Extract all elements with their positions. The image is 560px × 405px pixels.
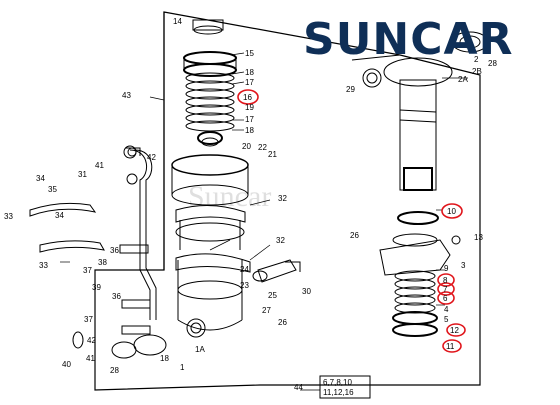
highlight-8: [437, 273, 455, 287]
callout-33a: 33: [4, 212, 13, 221]
brand-logo: SUNCAR: [303, 12, 555, 68]
leader-lines: [60, 52, 468, 391]
callout-2a: 2A: [458, 75, 468, 84]
callout-26b: 26: [350, 231, 359, 240]
callout-38: 38: [98, 258, 107, 267]
callout-3: 3: [461, 261, 466, 270]
callout-5: 5: [444, 315, 449, 324]
callout-23: 23: [240, 281, 249, 290]
callout-12: 12: [450, 326, 459, 335]
callout-19: 19: [245, 103, 254, 112]
callout-29: 29: [346, 85, 355, 94]
callout-37b: 37: [84, 315, 93, 324]
highlight-7: [437, 282, 455, 296]
callout-18a: 18: [245, 68, 254, 77]
callout-7: 7: [443, 285, 448, 294]
callout-44: 44: [294, 383, 303, 392]
callout-24: 24: [240, 265, 249, 274]
callout-18b: 18: [245, 126, 254, 135]
callout-9: 9: [444, 264, 449, 273]
callout-8: 8: [443, 276, 448, 285]
callout-33b: 33: [39, 261, 48, 270]
callout-40: 40: [62, 360, 71, 369]
callout-30: 30: [302, 287, 311, 296]
callout-28a: 28: [110, 366, 119, 375]
callout-42: 42: [147, 153, 156, 162]
highlight-11: [442, 339, 462, 353]
cylinder-tube: [171, 19, 251, 338]
kit-box-line-2: 11,12,16: [323, 388, 354, 397]
callout-36a: 36: [110, 246, 119, 255]
callout-22: 22: [258, 143, 267, 152]
callout-41: 41: [95, 161, 104, 170]
callout-4: 4: [444, 305, 449, 314]
callout-14: 14: [173, 17, 182, 26]
callout-42b: 42: [87, 336, 96, 345]
highlight-6: [437, 291, 455, 305]
callout-21: 21: [268, 150, 277, 159]
callout-25: 25: [268, 291, 277, 300]
kit-reference-box: [319, 375, 371, 399]
callout-13: 13: [474, 233, 483, 242]
highlight-10: [441, 203, 463, 219]
piston-rod: [362, 31, 489, 337]
kit-box-line-1: 6,7,8,10: [323, 378, 352, 387]
callout-2b: 2B: [472, 67, 482, 76]
callout-34b: 34: [55, 211, 64, 220]
callout-17b: 17: [245, 115, 254, 124]
callout-43: 43: [122, 91, 131, 100]
fitting: [252, 259, 301, 283]
callout-11: 11: [446, 342, 455, 351]
brand-logo-text: SUNCAR: [303, 14, 514, 65]
callout-labels: 14 15 18 17 16 19 17 18 20 22 21 43 42 4…: [4, 17, 497, 397]
highlight-12: [446, 323, 466, 337]
callout-28b: 28: [488, 59, 497, 68]
hydraulic-piping: [29, 145, 167, 359]
callout-37a: 37: [83, 266, 92, 275]
callout-20: 20: [242, 142, 251, 151]
callout-27: 27: [262, 306, 271, 315]
watermark-text: Suncar: [188, 180, 272, 213]
callout-32b: 32: [276, 236, 285, 245]
callout-31: 31: [78, 170, 87, 179]
callout-18c: 18: [160, 354, 169, 363]
assembly-frame: [94, 11, 481, 391]
callout-35: 35: [48, 185, 57, 194]
callout-1: 1: [180, 363, 185, 372]
callout-10: 10: [447, 207, 456, 216]
callout-36b: 36: [112, 292, 121, 301]
callout-15: 15: [245, 49, 254, 58]
callout-39: 39: [92, 283, 101, 292]
callout-2: 2: [474, 55, 479, 64]
callout-32a: 32: [278, 194, 287, 203]
callout-16: 16: [243, 93, 252, 102]
callout-1a: 1A: [195, 345, 205, 354]
callout-6: 6: [443, 294, 448, 303]
callout-26a: 26: [278, 318, 287, 327]
seal-kit-highlights: [237, 89, 466, 353]
callout-41b: 41: [86, 354, 95, 363]
highlight-16: [237, 89, 259, 105]
callout-17a: 17: [245, 78, 254, 87]
callout-34a: 34: [36, 174, 45, 183]
